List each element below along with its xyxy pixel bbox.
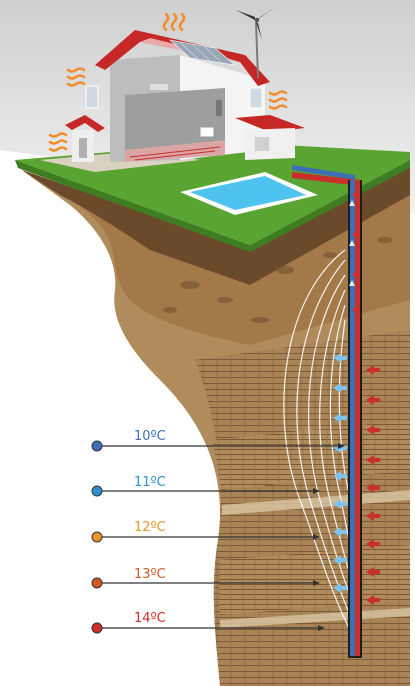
warm-flow-arrow xyxy=(366,365,380,375)
heat-exchange-arrows xyxy=(333,193,380,605)
temperature-marker-dot xyxy=(91,622,103,634)
cold-flow-arrow xyxy=(333,555,347,565)
pipe-up-arrow xyxy=(352,233,360,240)
warm-flow-arrow xyxy=(366,595,380,605)
warm-flow-arrow xyxy=(366,395,380,405)
temperature-markers xyxy=(91,440,345,634)
temperature-label-10: 10ºC xyxy=(134,429,166,444)
temperature-label-12: 12ºC xyxy=(134,520,166,535)
wind-turbine xyxy=(236,6,276,79)
warm-flow-arrow xyxy=(366,511,380,521)
cold-flow-arrow xyxy=(333,583,347,593)
warm-flow-arrow xyxy=(366,567,380,577)
house xyxy=(65,30,305,162)
cold-flow-arrow xyxy=(333,383,347,393)
temperature-arrowhead xyxy=(313,534,320,540)
temperature-label-14: 14ºC xyxy=(134,611,166,626)
ground-loop-pipe xyxy=(292,165,362,658)
temperature-marker-dot xyxy=(91,485,103,497)
heat-waves xyxy=(48,12,288,152)
warm-flow-arrow xyxy=(366,539,380,549)
temperature-arrowhead xyxy=(313,488,320,494)
warm-flow-arrow xyxy=(366,455,380,465)
temperature-label-11: 11ºC xyxy=(134,475,166,490)
temperature-arrowhead xyxy=(318,625,325,631)
temperature-marker-dot xyxy=(91,531,103,543)
temperature-label-13: 13ºC xyxy=(134,567,166,582)
cold-flow-arrow xyxy=(333,413,347,423)
swimming-pool xyxy=(180,172,318,215)
temperature-marker-dot xyxy=(91,440,103,452)
cold-flow-arrow xyxy=(333,471,347,481)
warm-flow-arrow xyxy=(366,483,380,493)
temperature-marker-dot xyxy=(91,577,103,589)
warm-flow-arrow xyxy=(366,425,380,435)
cold-flow-arrow xyxy=(333,353,347,363)
temperature-arrowhead xyxy=(338,443,345,449)
pipe-up-arrow xyxy=(352,273,360,280)
pipe-up-arrow xyxy=(352,308,360,315)
pipe-up-arrow xyxy=(352,193,360,200)
temperature-arrowhead xyxy=(313,580,320,586)
cold-flow-arrow xyxy=(333,499,347,509)
cold-flow-arrow xyxy=(333,527,347,537)
